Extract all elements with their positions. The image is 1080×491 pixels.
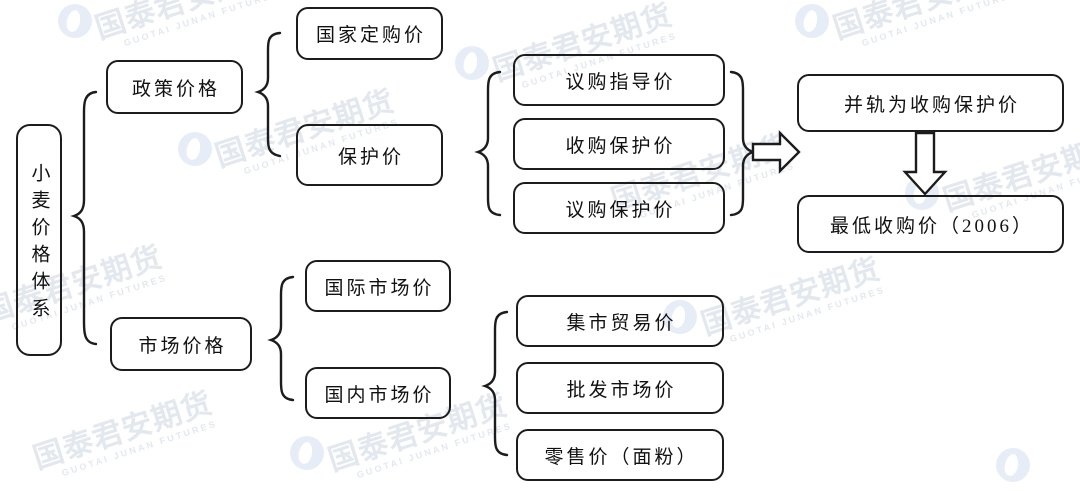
node-domestic-market-price[interactable]: 国内市场价 <box>305 367 451 419</box>
node-fair-trade-price[interactable]: 集市贸易价 <box>516 295 724 347</box>
node-minimum-purchase-price[interactable]: 最低收购价（2006） <box>797 195 1064 253</box>
node-wholesale-market-price[interactable]: 批发市场价 <box>516 362 724 414</box>
brace-domestic-market-price <box>481 310 509 457</box>
node-merged-protection-price[interactable]: 并轨为收购保护价 <box>797 74 1064 132</box>
brace-policy-price <box>254 31 282 158</box>
block-arrow-down <box>902 131 948 196</box>
node-international-market-price[interactable]: 国际市场价 <box>305 260 451 312</box>
node-retail-price-flour[interactable]: 零售价（面粉） <box>516 429 724 481</box>
node-protection-price[interactable]: 保护价 <box>296 124 443 186</box>
node-policy-price[interactable]: 政策价格 <box>106 60 243 114</box>
brace-merge <box>729 70 757 217</box>
node-negotiated-protection-price[interactable]: 议购保护价 <box>513 182 725 234</box>
node-state-purchase-price[interactable]: 国家定购价 <box>296 7 443 60</box>
node-market-price[interactable]: 市场价格 <box>110 317 252 371</box>
block-arrow-right <box>751 130 801 174</box>
brace-market-price <box>267 275 295 402</box>
node-procurement-protection-price[interactable]: 收购保护价 <box>513 118 725 170</box>
brace-root <box>70 90 98 346</box>
node-root[interactable]: 小麦价格体系 <box>16 124 62 356</box>
brace-protection-price <box>474 70 502 217</box>
node-negotiated-guide-price[interactable]: 议购指导价 <box>513 54 725 106</box>
